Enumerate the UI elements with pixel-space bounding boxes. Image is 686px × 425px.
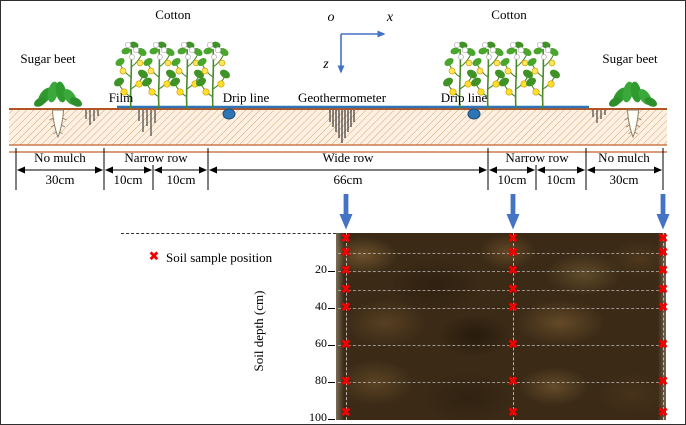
depth-dashed-line bbox=[338, 345, 664, 346]
segment-width-label: 10cm bbox=[113, 172, 143, 187]
soil-sample-marker: ✖ bbox=[657, 231, 669, 247]
depth-dashed-line bbox=[338, 382, 664, 383]
geothermometer-probes bbox=[329, 110, 355, 143]
soil-sample-marker: ✖ bbox=[507, 263, 519, 279]
depth-dashed-line bbox=[338, 289, 664, 291]
segment-width-label: 30cm bbox=[609, 172, 639, 187]
depth-tick-mark bbox=[328, 345, 335, 346]
depth-tick-label: 80 bbox=[315, 373, 327, 387]
surface-reference-dashed-line bbox=[121, 233, 346, 234]
soil-sample-marker: ✖ bbox=[340, 263, 352, 279]
depth-dashed-line bbox=[338, 252, 664, 254]
x-axis-label: x bbox=[386, 10, 394, 25]
soil-sample-marker: ✖ bbox=[507, 245, 519, 260]
sample-column-dashed-line bbox=[663, 233, 664, 420]
soil-sample-marker: ✖ bbox=[340, 231, 352, 247]
depth-dashed-line bbox=[338, 308, 664, 309]
sugar-beet-right-label: Sugar beet bbox=[602, 51, 658, 66]
segment-width-label: 10cm bbox=[546, 172, 576, 187]
soil-sample-marker: ✖ bbox=[657, 405, 669, 421]
depth-tick-mark bbox=[328, 271, 335, 272]
soil-sample-marker: ✖ bbox=[340, 337, 352, 353]
profile-position-arrows bbox=[339, 194, 670, 230]
soil-sample-marker: ✖ bbox=[340, 282, 352, 297]
soil-surface-band bbox=[9, 108, 667, 153]
soil-sample-marker: ✖ bbox=[657, 337, 669, 353]
soil-sample-marker: ✖ bbox=[507, 374, 519, 390]
origin-label: o bbox=[327, 10, 335, 25]
drip-line-left-label: Drip line bbox=[222, 90, 270, 105]
row-label-narrow-row-right: Narrow row bbox=[505, 150, 569, 165]
cotton-left-label: Cotton bbox=[155, 7, 191, 22]
row-label-no-mulch-right: No mulch bbox=[598, 150, 650, 165]
soil-sample-marker: ✖ bbox=[507, 231, 519, 247]
film-label: Film bbox=[108, 90, 134, 105]
segment-width-label: 10cm bbox=[497, 172, 527, 187]
legend-sample-label: Soil sample position bbox=[166, 250, 273, 265]
soil-sample-marker: ✖ bbox=[657, 300, 669, 316]
sugar-beet-left-label: Sugar beet bbox=[20, 51, 76, 66]
depth-tick-label: 20 bbox=[315, 262, 327, 276]
depth-tick-mark bbox=[328, 419, 335, 420]
geothermometer-label: Geothermometer bbox=[297, 90, 387, 105]
soil-sample-marker: ✖ bbox=[507, 282, 519, 297]
soil-sample-marker: ✖ bbox=[340, 245, 352, 260]
soil-sample-marker: ✖ bbox=[340, 405, 352, 421]
cotton-right-label: Cotton bbox=[491, 7, 527, 22]
soil-sample-marker: ✖ bbox=[507, 300, 519, 316]
drip-emitter-right bbox=[467, 108, 481, 120]
soil-sample-marker: ✖ bbox=[657, 374, 669, 390]
coordinate-axes bbox=[337, 30, 386, 74]
soil-sample-marker: ✖ bbox=[657, 245, 669, 260]
sample-column-dashed-line bbox=[346, 233, 347, 420]
z-axis-label: z bbox=[323, 57, 329, 72]
depth-dashed-line bbox=[338, 271, 664, 272]
segment-width-label: 66cm bbox=[333, 172, 363, 187]
soil-profile-image bbox=[336, 233, 666, 420]
soil-sample-marker: ✖ bbox=[340, 300, 352, 316]
depth-tick-label: 40 bbox=[315, 299, 327, 313]
sample-column-dashed-line bbox=[513, 233, 514, 420]
drip-line-right-label: Drip line bbox=[440, 90, 488, 105]
row-label-no-mulch-left: No mulch bbox=[34, 150, 86, 165]
measurement-ticks bbox=[15, 148, 664, 190]
row-label-wide-row: Wide row bbox=[322, 150, 374, 165]
row-label-narrow-row-left: Narrow row bbox=[124, 150, 188, 165]
drip-emitter-left bbox=[222, 108, 236, 120]
soil-sample-marker: ✖ bbox=[657, 282, 669, 297]
legend-sample-marker-icon: ✖ bbox=[148, 249, 160, 265]
beet-root-hairs-left bbox=[85, 110, 99, 125]
beet-root-hairs-right bbox=[592, 110, 606, 123]
soil-sample-marker: ✖ bbox=[340, 374, 352, 390]
segment-width-label: 10cm bbox=[166, 172, 196, 187]
segment-width-label: 30cm bbox=[45, 172, 75, 187]
depth-tick-label: 60 bbox=[315, 336, 327, 350]
soil-sample-marker: ✖ bbox=[507, 405, 519, 421]
soil-sample-marker: ✖ bbox=[657, 263, 669, 279]
depth-tick-label: 100 bbox=[309, 410, 327, 424]
cotton-roots-left bbox=[138, 110, 156, 136]
depth-tick-mark bbox=[328, 308, 335, 309]
soil-sample-marker: ✖ bbox=[507, 337, 519, 353]
depth-tick-mark bbox=[328, 382, 335, 383]
